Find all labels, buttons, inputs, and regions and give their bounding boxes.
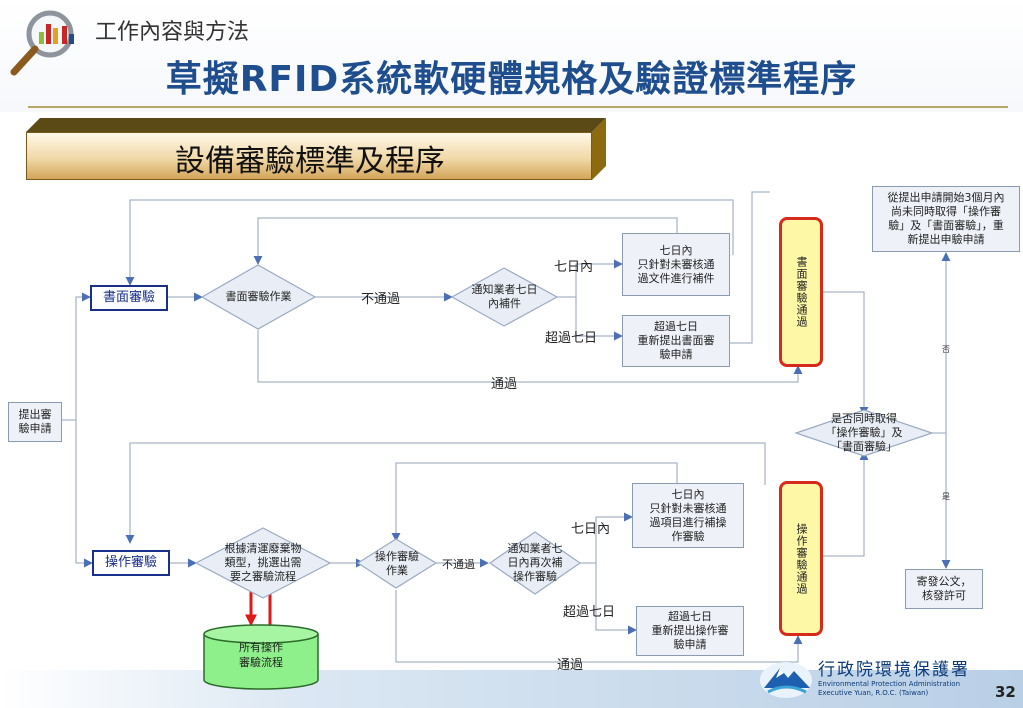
doc-review-passed-box: 書面審驗通過 [779,217,823,367]
both-obtained-label: 是否同時取得 「操作審驗」及 「書面審驗」 [825,412,903,453]
procedures-db-cylinder [203,624,319,690]
edge-label-doc-fail: 不通過 [361,292,401,307]
doc-over7-action-box: 超過七日 重新提出書面審 驗申請 [622,315,730,367]
start-application-box: 提出審 驗申請 [8,402,62,442]
notify-again-label: 通知業者七 日內再次補 操作審驗 [507,542,563,583]
issue-permit-box: 寄發公文， 核發許可 [905,569,983,609]
reapply-3months-box: 從提出申請開始3個月內 尚未同時取得「操作審 驗」及「書面審驗」，重 新提出申驗… [872,186,1020,252]
banner-top-bevel [26,118,606,132]
edge-label-doc-over7: 超過七日 [545,331,598,346]
edge-label-decision-yes: 是 [942,492,950,501]
page-title: 草擬RFID系統軟硬體規格及驗證標準程序 [165,59,858,100]
magnifier-chart-icon [10,10,74,76]
diamond-notify-supplement [450,267,559,327]
select-procedure-label: 根據清運廢棄物 類型，挑選出需 要之審驗流程 [224,542,302,583]
document-review-box[interactable]: 書面審驗 [90,285,168,311]
operation-review-box[interactable]: 操作審驗 [92,550,170,576]
edge-label-doc-pass: 通過 [491,377,518,392]
banner-side-bevel [592,118,606,180]
op-review-passed-box: 操作審驗通過 [779,481,823,636]
diamond-notify-again [488,531,582,595]
diamond-both-obtained [794,409,934,457]
diamond-document-review-task [200,264,317,330]
edge-label-decision-no: 否 [942,345,950,354]
footer-background [0,670,1023,708]
title-divider [28,106,1008,108]
org-name-zh: 行政院環境保護署 [818,660,970,680]
doc-within7-action-box: 七日內 只針對未審核通 過文件進行補件 [622,233,730,296]
op-over7-action-box: 超過七日 重新提出操作審 驗申請 [636,606,744,656]
banner-title: 設備審驗標準及程序 [175,144,445,179]
edge-label-doc-within7: 七日內 [554,260,594,275]
document-review-task-label: 書面審驗作業 [225,290,292,303]
section-banner [26,132,592,180]
edge-label-op-over7: 超過七日 [563,605,616,620]
edge-label-op-within7: 七日內 [571,522,611,537]
diamond-select-procedure [194,527,332,599]
section-label: 工作內容與方法 [95,20,250,45]
edge-label-op-pass: 通過 [557,658,584,673]
epa-logo-icon [760,662,812,698]
header-background [0,0,1023,112]
operation-review-task-label: 操作審驗 作業 [375,549,419,577]
org-name-en: Environmental Protection Administration … [818,680,961,697]
procedures-db-label: 所有操作 審驗流程 [239,641,283,669]
page-number: 32 [995,683,1016,701]
notify-supplement-label: 通知業者七日 內補件 [471,283,538,310]
op-within7-action-box: 七日內 只針對未審核通 過項目進行補操 作審驗 [632,483,744,548]
edge-label-op-fail: 不通過 [442,558,475,571]
diamond-operation-review-task [356,538,438,589]
